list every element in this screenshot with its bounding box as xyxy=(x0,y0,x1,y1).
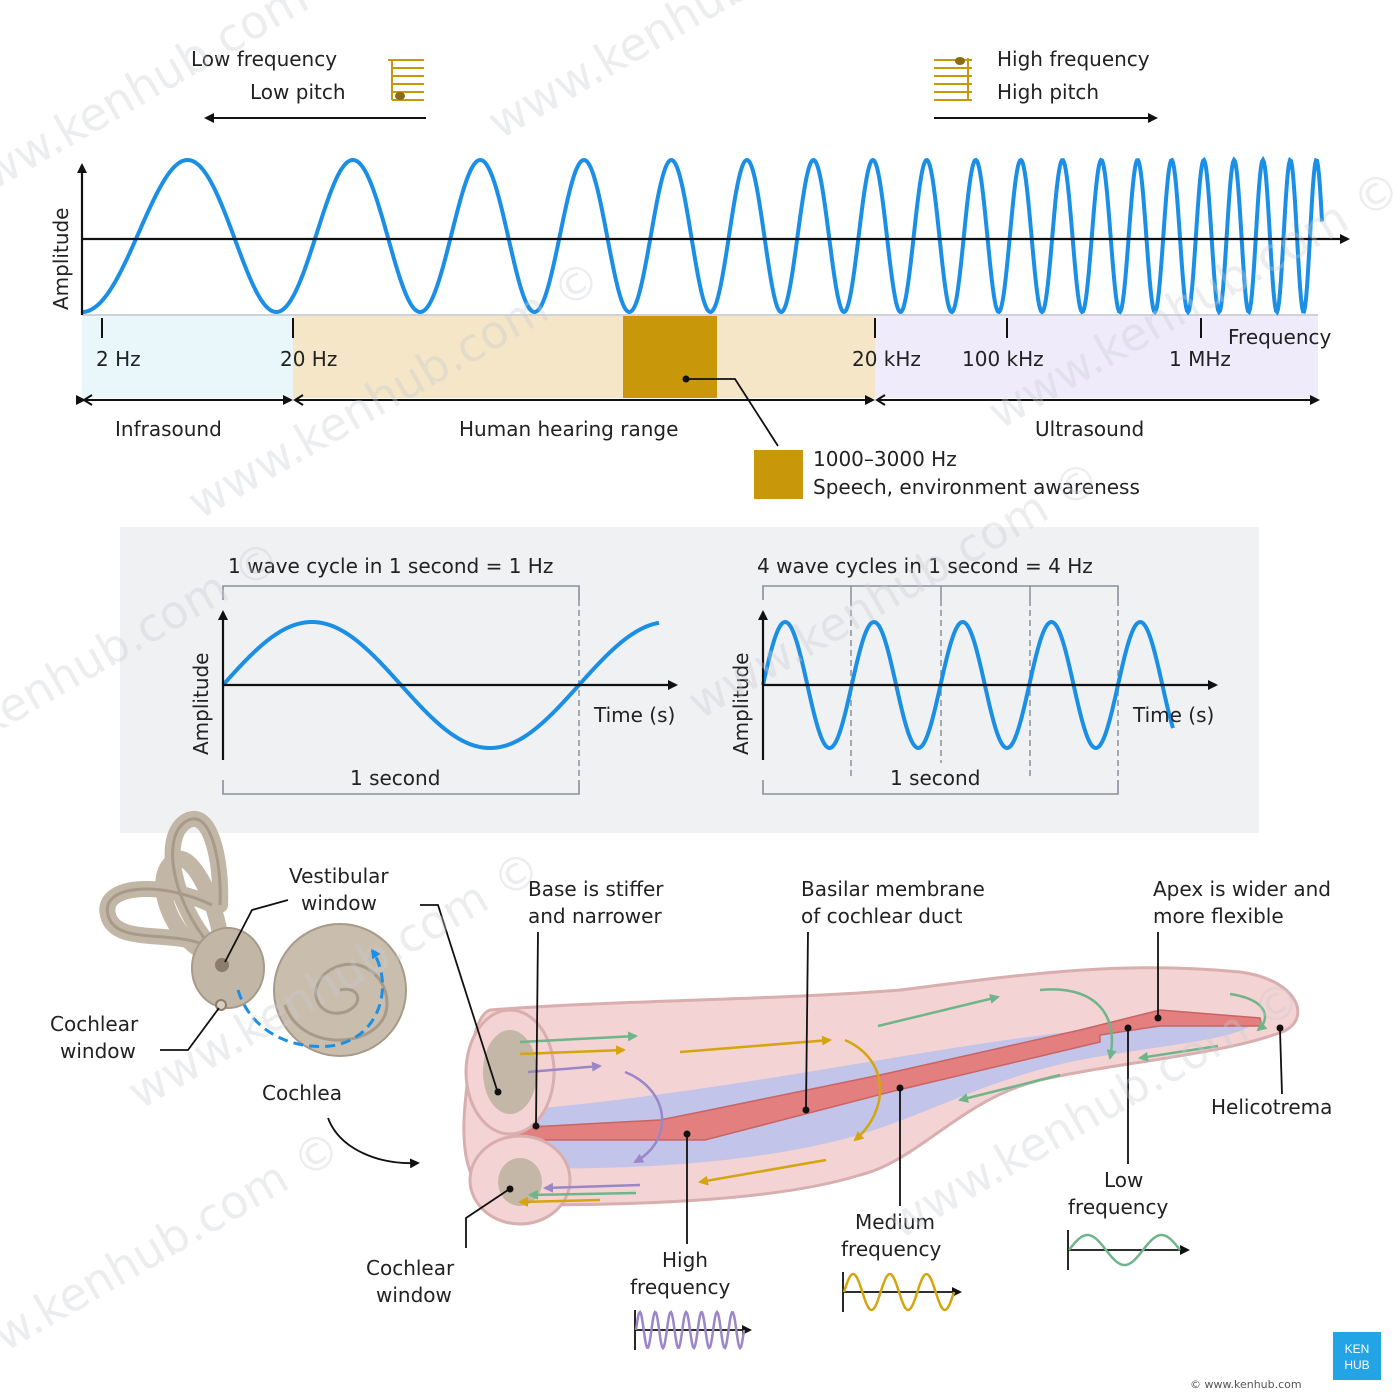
kenhub-logo xyxy=(1333,1332,1381,1380)
frequency-label: Frequency xyxy=(1228,325,1331,349)
amplitude-label: Amplitude xyxy=(49,208,73,311)
vestibular-window-label-2: window xyxy=(301,891,377,915)
four-hz-second-label: 1 second xyxy=(890,766,980,790)
cochlea-pointer-arrow xyxy=(327,1117,420,1169)
low-frequency-label: Low frequency xyxy=(191,47,337,71)
ultrasound-band xyxy=(875,315,1318,398)
medium-frequency-label-2: frequency xyxy=(841,1237,941,1261)
basilar-label-1: Basilar membrane xyxy=(801,877,985,901)
medium-frequency-label-1: Medium xyxy=(855,1210,935,1234)
helicotrema-leader xyxy=(1279,1029,1283,1095)
cochlea-spiral-line xyxy=(283,962,389,1042)
inner-ear-illustration: Vestibular window Cochlear window Cochle… xyxy=(50,811,1332,1351)
high-frequency-mini-wave xyxy=(634,1309,752,1351)
tick-label: 2 Hz xyxy=(96,347,141,371)
watermark-text: www.kenhub.com © xyxy=(0,0,370,220)
base-leader xyxy=(535,931,539,1125)
cochlear-window-oval xyxy=(498,1158,542,1206)
high-frequency-label-1: High xyxy=(662,1248,708,1272)
basilar-leader xyxy=(805,931,809,1109)
low-pitch-label: Low pitch xyxy=(250,80,346,104)
apex-label-1: Apex is wider and xyxy=(1153,877,1331,901)
four-hz-time-label: Time (s) xyxy=(1132,703,1214,727)
four-hz-title: 4 wave cycles in 1 second = 4 Hz xyxy=(757,554,1093,578)
high-pitch-label: High pitch xyxy=(997,80,1099,104)
tick-label: 20 Hz xyxy=(280,347,337,371)
tick-label: 100 kHz xyxy=(962,347,1044,371)
infrasound-band xyxy=(82,315,293,398)
infrasound-label: Infrasound xyxy=(115,417,222,441)
one-hz-bracket-top xyxy=(222,585,580,600)
copyright-text: © www.kenhub.com xyxy=(1190,1378,1302,1391)
tick-label: 1 MHz xyxy=(1169,347,1231,371)
cochlea-label: Cochlea xyxy=(262,1081,342,1105)
logo-text-2: HUB xyxy=(1344,1358,1369,1372)
low-frequency-mini-wave xyxy=(1067,1230,1190,1270)
vestibular-window-leader-2 xyxy=(420,904,498,1091)
basilar-label-2: of cochlear duct xyxy=(801,904,963,928)
speech-legend-swatch xyxy=(754,450,803,499)
one-hz-time-label: Time (s) xyxy=(593,703,675,727)
low-frequency-label-2: frequency xyxy=(1068,1195,1168,1219)
cycle-panel-bg xyxy=(120,527,1259,833)
speech-desc-label: Speech, environment awareness xyxy=(813,475,1140,499)
one-hz-amplitude-label: Amplitude xyxy=(189,653,213,756)
hearing-range-label: Human hearing range xyxy=(459,417,678,441)
cochlear-window-bottom-leader xyxy=(465,1189,509,1248)
cochlear-window-bottom-label-2: window xyxy=(376,1283,452,1307)
frequency-spectrum: Amplitude Frequency 2 Hz 20 Hz 20 kHz 10… xyxy=(49,47,1350,499)
cochlea-flow-arrow xyxy=(236,948,385,1049)
vestibular-leader xyxy=(224,899,289,963)
medium-frequency-mini-wave xyxy=(842,1272,962,1312)
semicircular-canals-shade xyxy=(105,817,222,947)
four-hz-wave xyxy=(761,619,1175,751)
one-second-label: 1 second xyxy=(350,766,440,790)
watermark-text: www.kenhub.com © xyxy=(0,1119,350,1399)
cycle-examples-panel: 1 wave cycle in 1 second = 1 Hz 1 second… xyxy=(120,527,1259,833)
low-note-icon xyxy=(388,59,424,101)
logo-text-1: KEN xyxy=(1345,1342,1370,1356)
base-label-1: Base is stiffer xyxy=(528,877,664,901)
watermark-text: www.kenhub.com © xyxy=(479,0,910,150)
high-frequency-label: High frequency xyxy=(997,47,1150,71)
hearing-band xyxy=(293,315,875,398)
one-hz-wave xyxy=(221,619,660,751)
cochlear-window-bottom-label-1: Cochlear xyxy=(366,1256,455,1280)
cochlear-window-left-label-1: Cochlear xyxy=(50,1012,139,1036)
low-frequency-label-1: Low xyxy=(1104,1168,1143,1192)
apex-label-2: more flexible xyxy=(1153,904,1284,928)
tick-label: 20 kHz xyxy=(852,347,921,371)
one-hz-title: 1 wave cycle in 1 second = 1 Hz xyxy=(228,554,553,578)
four-hz-bracket-bottom xyxy=(762,780,1119,795)
ultrasound-label: Ultrasound xyxy=(1035,417,1144,441)
high-frequency-label-2: frequency xyxy=(630,1275,730,1299)
four-hz-amplitude-label: Amplitude xyxy=(729,653,753,756)
cochlear-window-spot xyxy=(215,999,227,1011)
chirp-wave xyxy=(81,155,1324,316)
vestibular-window-label-1: Vestibular xyxy=(289,864,389,888)
cochlear-window-left-label-2: window xyxy=(60,1039,136,1063)
helicotrema-label: Helicotrema xyxy=(1211,1095,1332,1119)
one-hz-bracket-bottom xyxy=(222,780,580,795)
high-note-icon xyxy=(934,57,972,101)
speech-callout-line xyxy=(686,378,779,447)
cochlear-window-leader xyxy=(160,1007,220,1051)
base-label-2: and narrower xyxy=(528,904,662,928)
speech-band xyxy=(623,315,717,398)
speech-range-label: 1000–3000 Hz xyxy=(813,447,957,471)
